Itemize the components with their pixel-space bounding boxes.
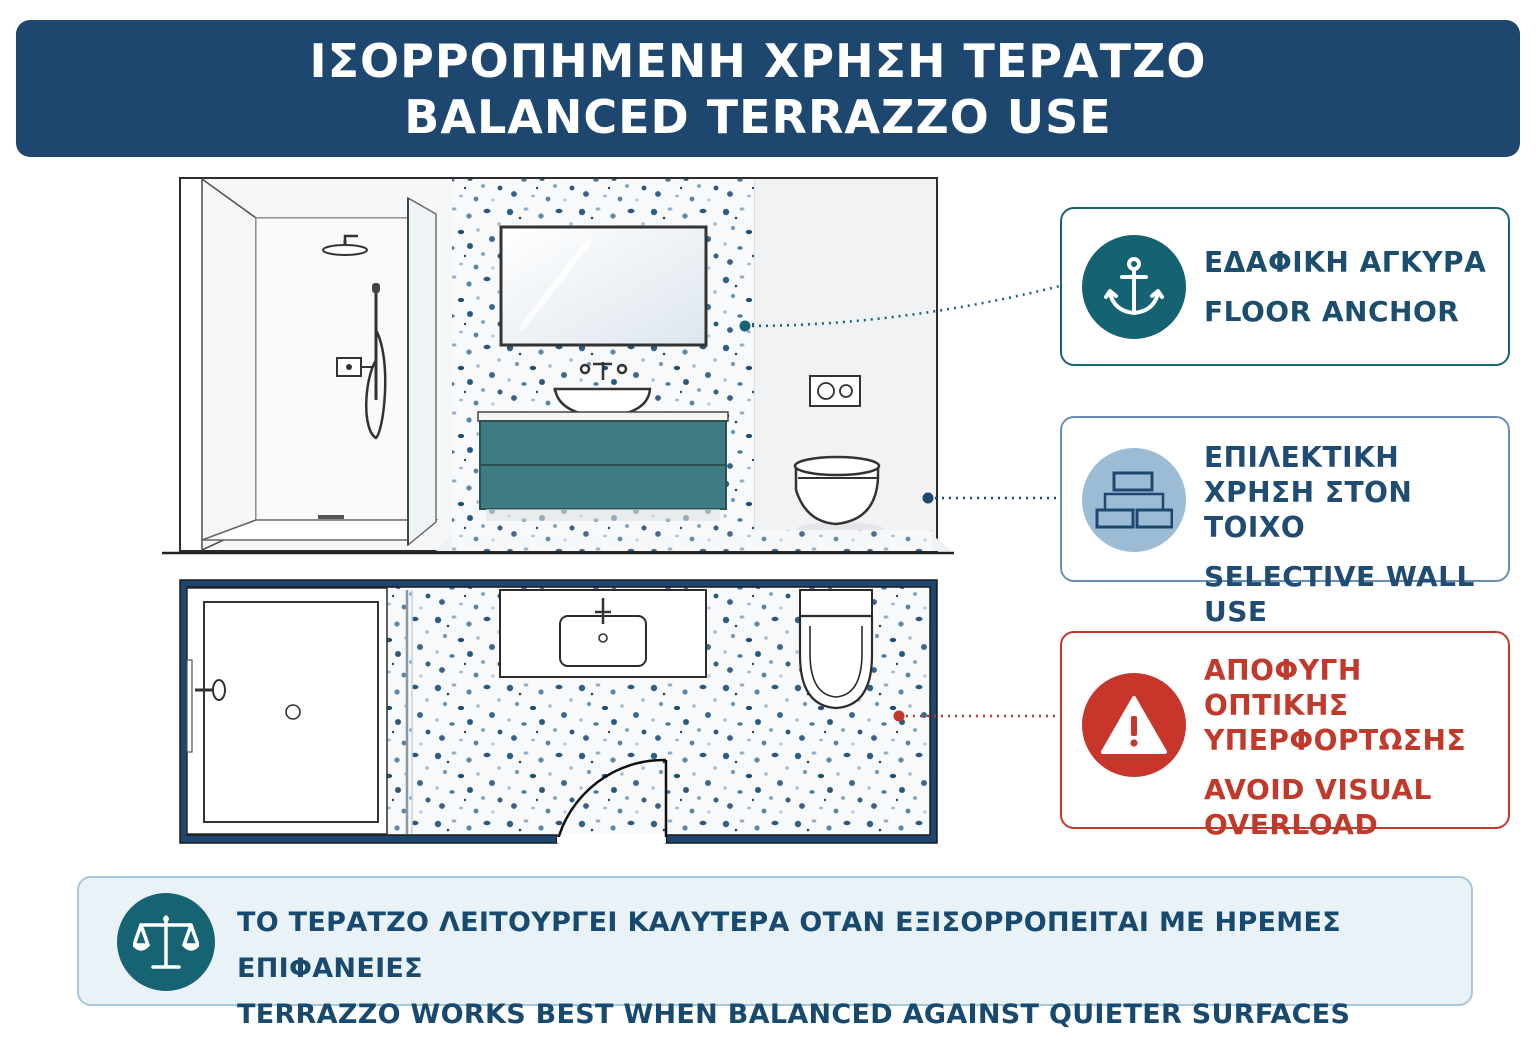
- selective-wall-card: ΕΠΙΛΕΚΤΙΚΗ ΧΡΗΣΗ ΣΤΟΝ ΤΟΙΧΟ SELECTIVE WA…: [1060, 416, 1510, 628]
- overload-title-english-2: OVERLOAD: [1204, 808, 1379, 841]
- door-swing: [555, 758, 668, 844]
- wall-faucet: [579, 362, 628, 380]
- footer-text-greek: ΤΟ ΤΕΡΑΤΖΟ ΛΕΙΤΟΥΡΓΕΙ ΚΑΛΥΤΕΡΑ ΟΤΑΝ ΕΞΙΣ…: [237, 907, 1341, 984]
- elevation-view: [162, 177, 954, 555]
- toilet-plan: [798, 589, 874, 710]
- floor-anchor-card: ΕΔΑΦΙΚΗ ΑΓΚΥΡΑ FLOOR ANCHOR: [1060, 207, 1510, 366]
- title-english: BALANCED TERRAZZO USE: [404, 89, 1112, 144]
- vanity-plan: [499, 589, 707, 678]
- flush-plate: [809, 375, 861, 407]
- overload-title-greek-1: ΑΠΟΦΥΓΗ ΟΠΤΙΚΗΣ: [1204, 654, 1362, 722]
- overload-title-greek-2: ΥΠΕΡΦΟΡΤΩΣΗΣ: [1204, 724, 1467, 757]
- shower-enclosure: [201, 178, 452, 551]
- floor-anchor-title-greek: ΕΔΑΦΙΚΗ ΑΓΚΥΡΑ: [1204, 246, 1487, 279]
- footer-banner: ΤΟ ΤΕΡΑΤΖΟ ΛΕΙΤΟΥΡΓΕΙ ΚΑΛΥΤΕΡΑ ΟΤΑΝ ΕΞΙΣ…: [77, 876, 1473, 1030]
- overload-title-english-1: AVOID VISUAL: [1204, 773, 1432, 806]
- floor-anchor-title-english: FLOOR ANCHOR: [1204, 295, 1460, 328]
- balance-scale-icon: [117, 893, 215, 991]
- shower-tray: [186, 587, 413, 835]
- selective-wall-title-english: SELECTIVE WALL USE: [1204, 560, 1475, 628]
- footer-text-english: TERRAZZO WORKS BEST WHEN BALANCED AGAINS…: [237, 999, 1351, 1030]
- warning-icon: [1082, 673, 1186, 777]
- wall-hung-toilet: [793, 455, 885, 538]
- anchor-icon: [1082, 235, 1186, 339]
- selective-wall-title-greek-2: ΧΡΗΣΗ ΣΤΟΝ ΤΟΙΧΟ: [1204, 476, 1413, 544]
- tiles-icon: [1082, 448, 1186, 552]
- vanity-cabinet: [477, 411, 729, 521]
- header-banner: ΙΣΟΡΡΟΠΗΜΕΝΗ ΧΡΗΣΗ ΤΕΡΑΤΖΟ BALANCED TERR…: [16, 20, 1520, 157]
- title-greek: ΙΣΟΡΡΟΠΗΜΕΝΗ ΧΡΗΣΗ ΤΕΡΑΤΖΟ: [309, 33, 1207, 88]
- plan-view: [179, 579, 938, 844]
- selective-wall-title-greek-1: ΕΠΙΛΕΚΤΙΚΗ: [1204, 441, 1400, 474]
- mirror: [499, 225, 708, 347]
- avoid-overload-card: ΑΠΟΦΥΓΗ ΟΠΤΙΚΗΣ ΥΠΕΡΦΟΡΤΩΣΗΣ AVOID VISUA…: [1060, 631, 1510, 841]
